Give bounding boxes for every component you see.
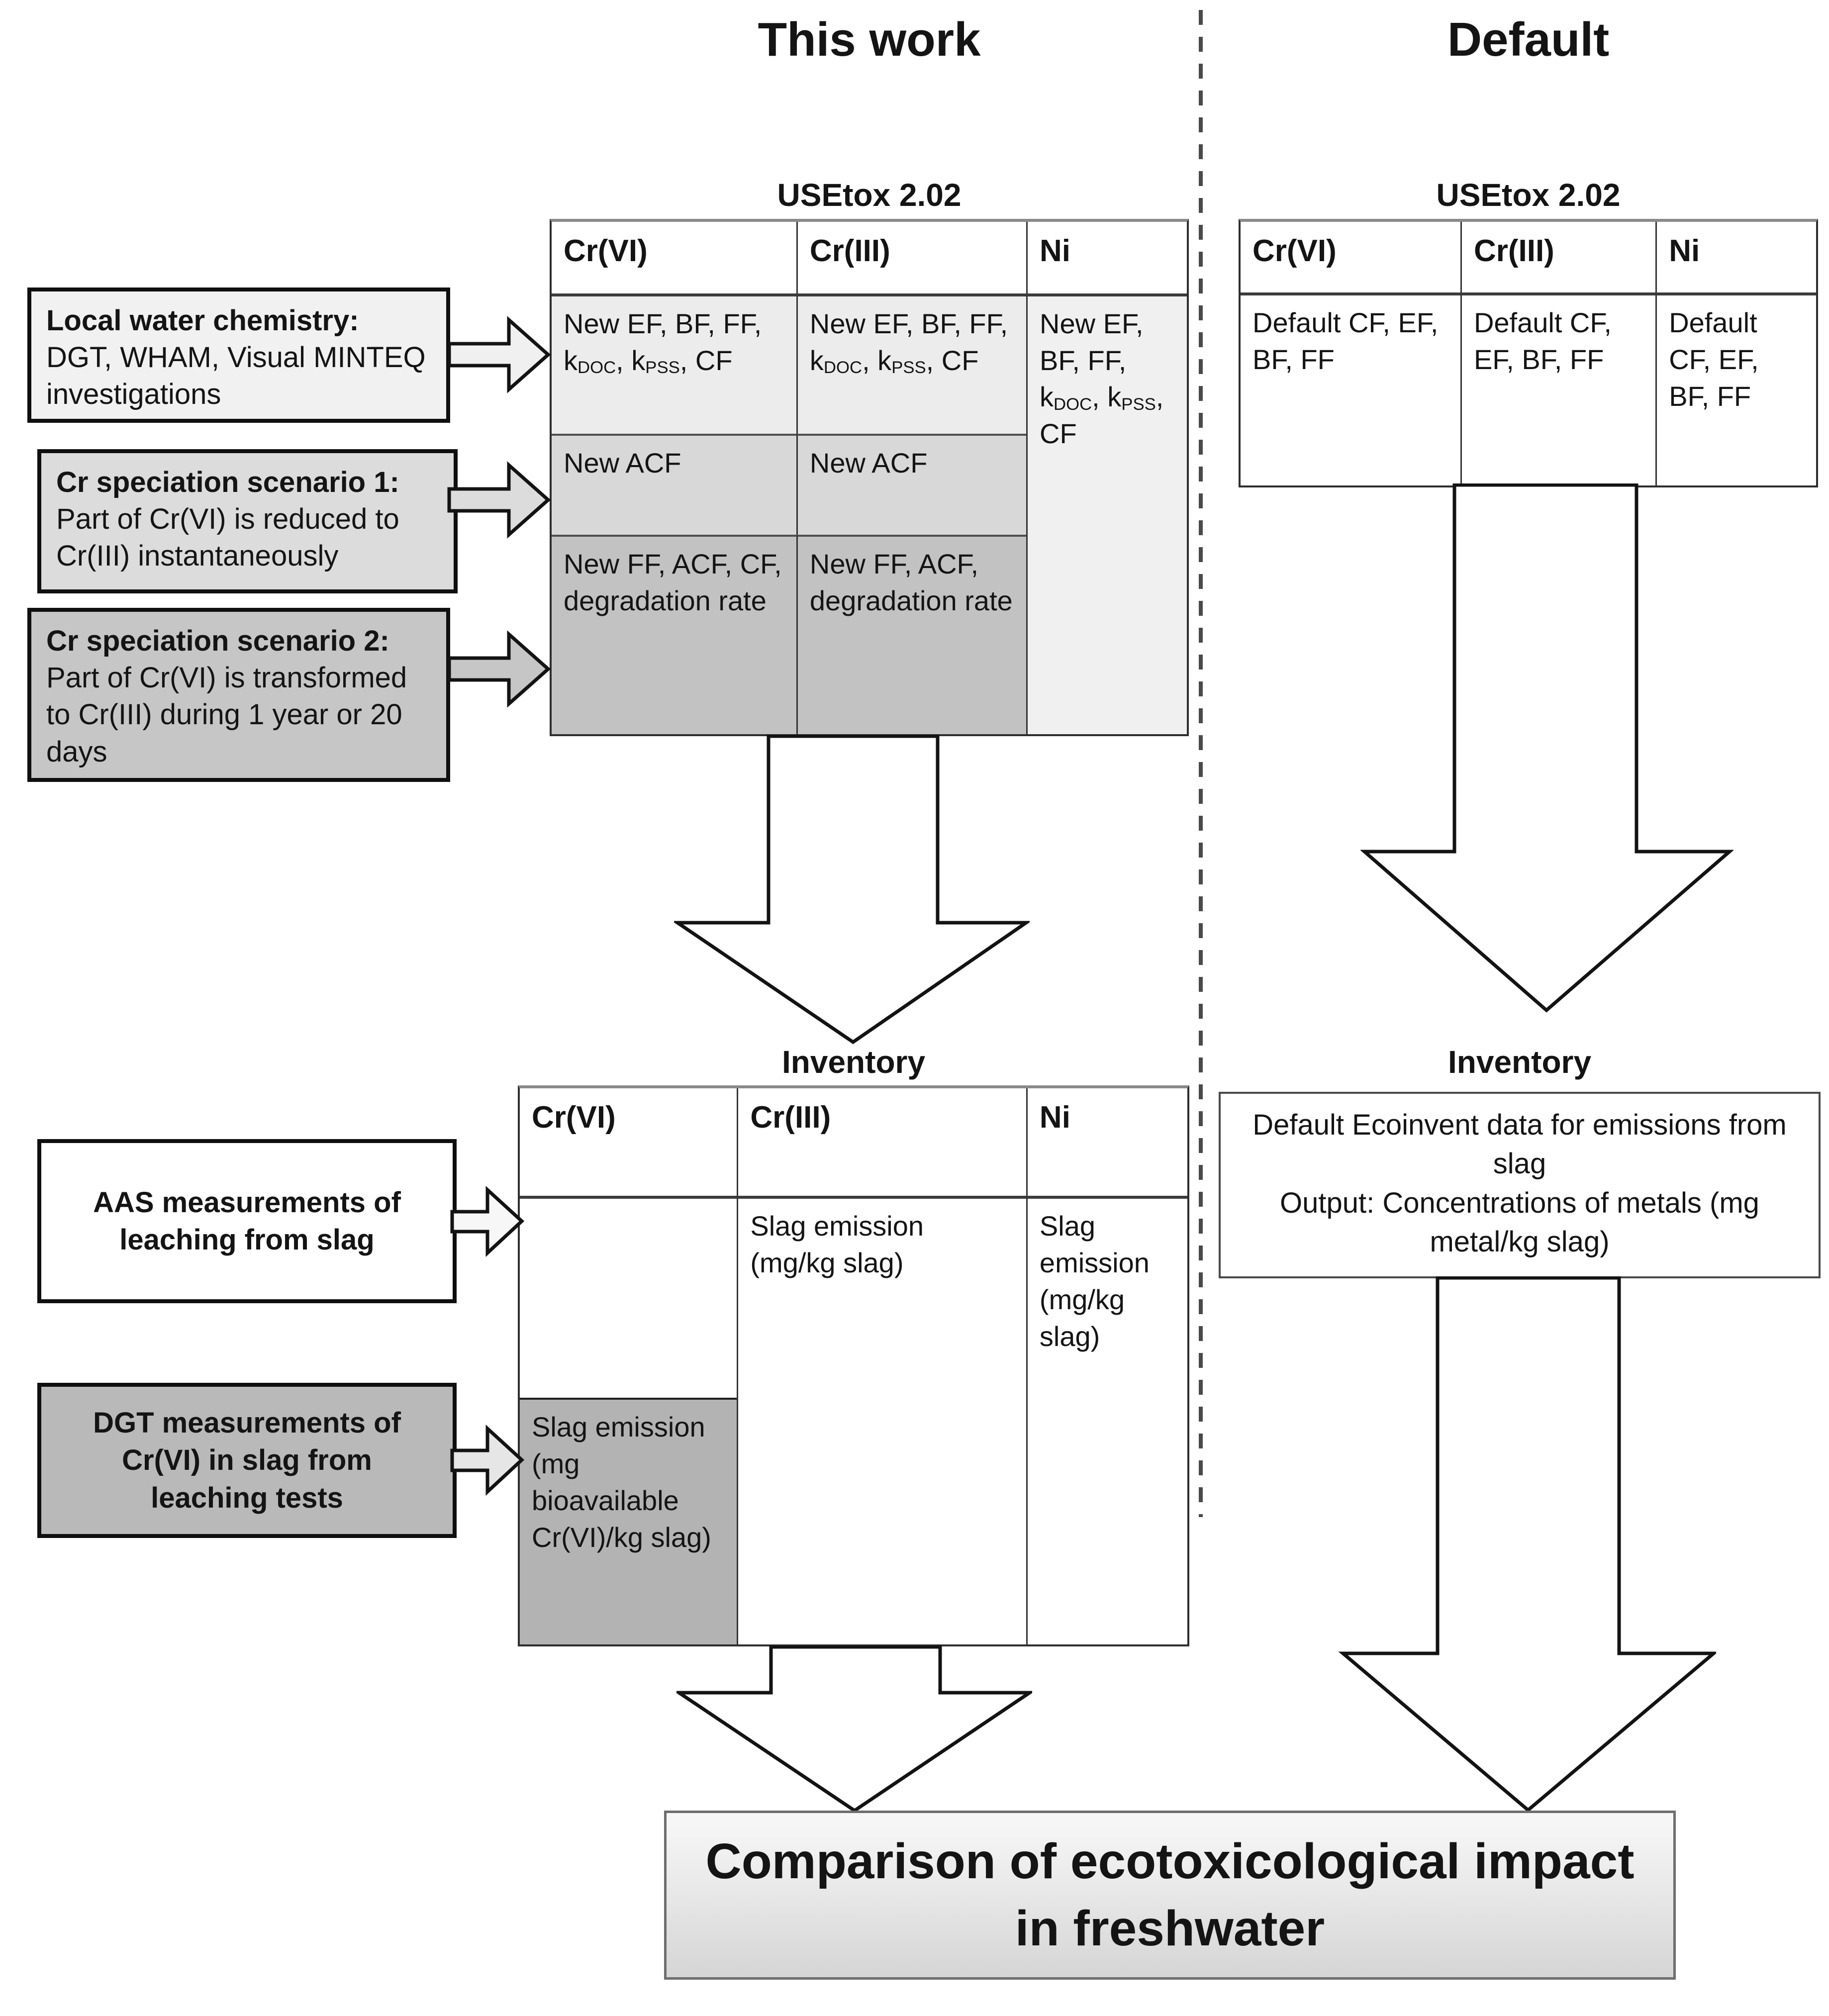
inventory-default-line2: Output: Concentrations of metals (mg met… — [1280, 1186, 1759, 1258]
inventory-table-this-work: Cr(VI) Cr(III) Ni Slag emission (mg/kg s… — [518, 1085, 1189, 1646]
inventory-box-default: Default Ecoinvent data for emissions fro… — [1219, 1092, 1821, 1278]
inventory-label-this-work: Inventory — [781, 1044, 926, 1080]
input-box-scenario2: Cr speciation scenario 2: Part of Cr(VI)… — [27, 608, 450, 782]
table-header-ni: Ni — [1655, 222, 1816, 293]
cell-new-factors-cr3: New EF, BF, FF, kDOC, kPSS, CF — [796, 293, 1027, 434]
table-header-cr6: Cr(VI) — [1252, 234, 1337, 268]
table-header-ni: Ni — [1026, 222, 1187, 293]
cell-default-ni: Default CF, EF, BF, FF — [1655, 292, 1816, 485]
arrow-right-aas-icon — [450, 1186, 525, 1257]
cell-inventory-cr6-bioavailable: Slag emission (mg bioavailable Cr(VI)/kg… — [520, 1398, 737, 1644]
column-title-default: Default — [1447, 13, 1610, 66]
box-title: DGT measurements of Cr(VI) in slag from … — [93, 1406, 401, 1514]
arrow-right-scenario1-icon — [447, 461, 551, 539]
arrow-right-water-icon — [447, 316, 551, 393]
cell-default-cr6: Default CF, EF, BF, FF — [1241, 292, 1460, 485]
box-title: Cr speciation scenario 1: — [56, 466, 399, 498]
input-box-aas: AAS measurements of leaching from slag — [37, 1139, 457, 1303]
cell-scenario2-cr6: New FF, ACF, CF, degradation rate — [552, 534, 796, 734]
input-box-dgt: DGT measurements of Cr(VI) in slag from … — [37, 1383, 457, 1538]
usetox-table-default: Cr(VI) Cr(III) Ni Default CF, EF, BF, FF… — [1239, 219, 1818, 487]
inventory-label-default: Inventory — [1447, 1044, 1592, 1080]
cell-new-factors-cr6: New EF, BF, FF, kDOC, kPSS, CF — [552, 293, 796, 434]
box-title: AAS measurements of leaching from slag — [93, 1186, 401, 1256]
table-header-cr3: Cr(III) — [737, 1088, 1026, 1196]
table-header-cr3: Cr(III) — [796, 222, 1026, 293]
arrow-down-thiswork-usetox-to-inventory-icon — [674, 735, 1030, 1045]
cell-inventory-cr3: Slag emission (mg/kg slag) — [737, 1196, 1026, 1644]
column-title-this-work: This work — [758, 13, 981, 66]
arrow-down-thiswork-inventory-to-comparison-icon — [676, 1645, 1032, 1813]
input-box-scenario1: Cr speciation scenario 1: Part of Cr(VI)… — [37, 449, 458, 593]
arrow-right-scenario2-icon — [447, 630, 551, 708]
usetox-table-this-work: Cr(VI) Cr(III) Ni New EF, BF, FF, kDOC, … — [550, 219, 1189, 736]
table-header-cr6: Cr(VI) — [564, 234, 648, 268]
cell-new-acf-cr3: New ACF — [796, 433, 1027, 535]
cell-inventory-cr6-empty — [520, 1196, 737, 1398]
comparison-text: Comparison of ecotoxicological impact in… — [705, 1833, 1635, 1956]
table-header-cr6: Cr(VI) — [532, 1100, 616, 1135]
inventory-default-line1: Default Ecoinvent data for emissions fro… — [1252, 1109, 1787, 1180]
arrow-down-default-inventory-to-comparison-icon — [1338, 1276, 1716, 1813]
cell-new-acf-cr6: New ACF — [552, 433, 796, 535]
box-body: Part of Cr(VI) is transformed to Cr(III)… — [46, 662, 407, 768]
comparison-box: Comparison of ecotoxicological impact in… — [664, 1811, 1676, 1980]
box-title: Cr speciation scenario 2: — [46, 625, 389, 657]
column-divider — [1199, 10, 1203, 1517]
cell-inventory-ni: Slag emission (mg/kg slag) — [1026, 1196, 1187, 1644]
table-header-ni: Ni — [1026, 1088, 1187, 1196]
usetox-label-default: USEtox 2.02 — [1436, 177, 1621, 213]
table-header-cr3: Cr(III) — [1460, 222, 1655, 293]
box-body: DGT, WHAM, Visual MINTEQ investigations — [46, 341, 426, 411]
box-body: Part of Cr(VI) is reduced to Cr(III) ins… — [56, 503, 399, 573]
input-box-water: Local water chemistry: DGT, WHAM, Visual… — [27, 288, 450, 423]
cell-scenario2-cr3: New FF, ACF, degradation rate — [796, 534, 1027, 734]
arrow-right-dgt-icon — [450, 1425, 525, 1496]
cell-new-factors-ni: New EF, BF, FF, kDOC, kPSS, CF — [1026, 293, 1187, 734]
usetox-label-this-work: USEtox 2.02 — [777, 177, 962, 213]
arrow-down-default-usetox-to-inventory-icon — [1360, 483, 1733, 1013]
box-title: Local water chemistry: — [46, 304, 359, 337]
cell-default-cr3: Default CF, EF, BF, FF — [1460, 292, 1656, 485]
